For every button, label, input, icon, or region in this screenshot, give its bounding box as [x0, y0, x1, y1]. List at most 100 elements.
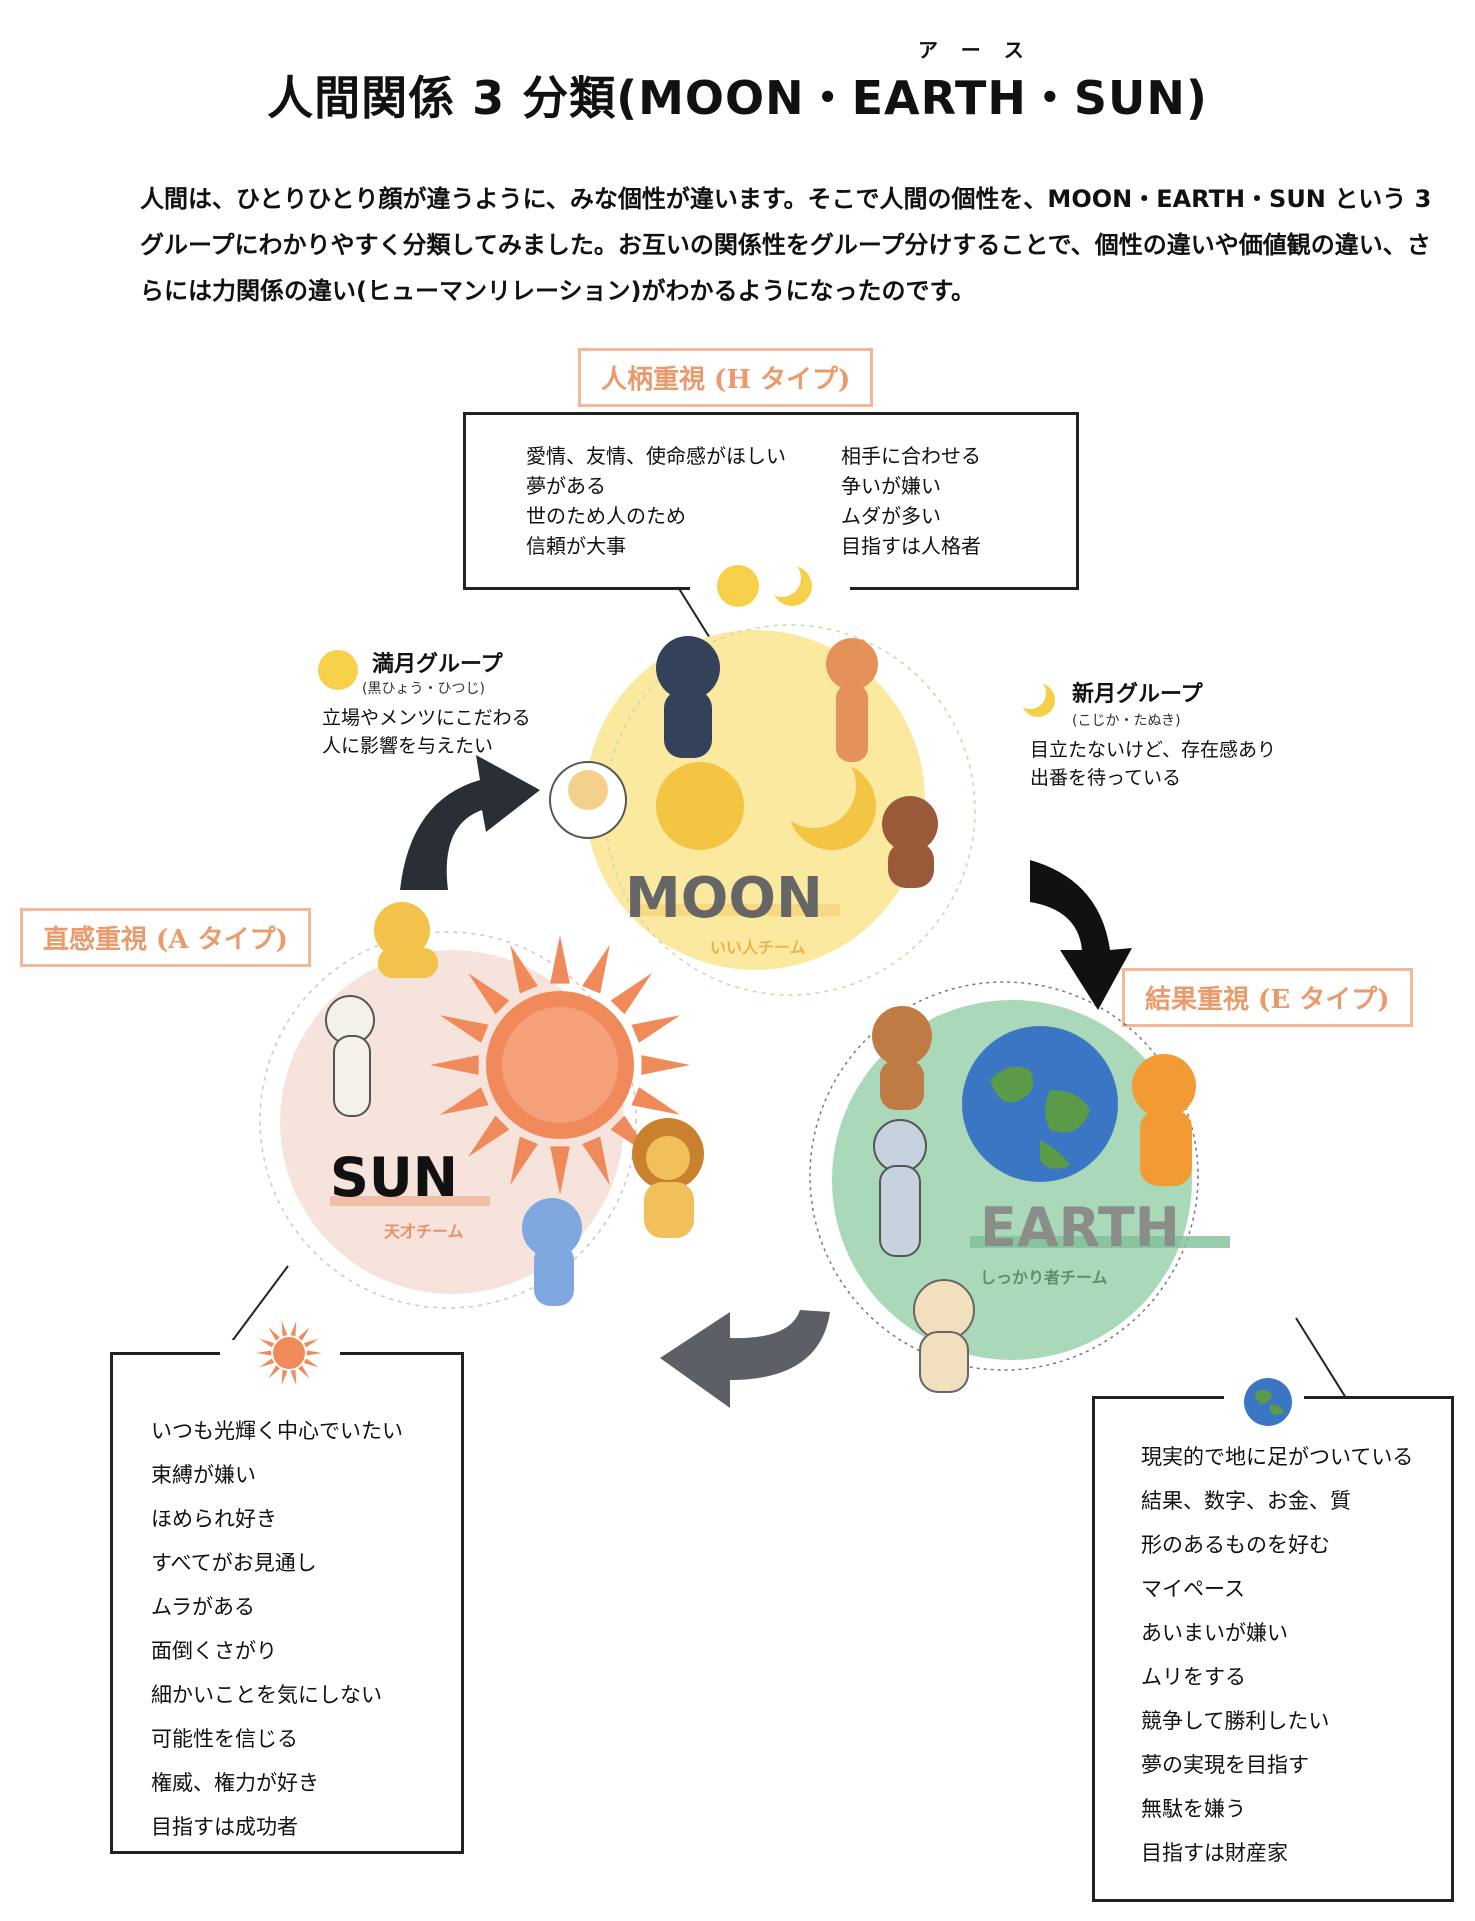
- list-item: 目指すは人格者: [841, 534, 981, 558]
- tanuki-character: [882, 796, 938, 888]
- moon-traits-box: 愛情、友情、使命感がほしい 夢がある 世のため人のため 信頼が大事 相手に合わせ…: [463, 412, 1079, 590]
- list-item: ほめられ好き: [151, 1507, 277, 1531]
- moon-team-sub: いい人チーム: [710, 938, 806, 957]
- sun-ray: [430, 1055, 479, 1075]
- list-item: 面倒くさがり: [151, 1639, 277, 1663]
- sun-ray: [259, 1358, 275, 1368]
- sun-ray: [298, 1365, 310, 1379]
- type-label-e: 結果重視 (E タイプ): [1122, 968, 1413, 1027]
- sun-ray: [631, 1087, 681, 1115]
- full-moon-icon: [318, 650, 358, 690]
- intro-paragraph: 人間は、ひとりひとり顔が違うように、みな個性が違います。そこで人間の個性を、MO…: [140, 185, 1432, 305]
- moon-traits-left: 愛情、友情、使命感がほしい 夢がある 世のため人のため 信頼が大事: [526, 441, 786, 561]
- list-item: 無駄を嫌う: [1141, 1797, 1246, 1821]
- list-item: 目指すは成功者: [151, 1815, 298, 1839]
- sun-ray: [256, 1350, 272, 1356]
- sun-ray: [641, 1055, 690, 1075]
- lion-character: [632, 1118, 704, 1238]
- sun-ray: [582, 944, 610, 994]
- moon-phase-icon: [717, 560, 812, 607]
- sun-ray: [631, 1015, 681, 1043]
- sun-rays: [430, 935, 690, 1195]
- sun-ray: [582, 1136, 610, 1186]
- new-moon-group-sub: (こじか・たぬき): [1072, 713, 1181, 729]
- pegasus-character: [325, 995, 375, 1117]
- desc-line: 立場やメンツにこだわる: [322, 707, 531, 729]
- list-item: 競争して勝利したい: [1141, 1709, 1330, 1733]
- new-moon-group-desc: 目立たないけど、存在感あり 出番を待っている: [1030, 736, 1276, 792]
- sun-traits-box: いつも光輝く中心でいたい 束縛が嫌い ほめられ好き すべてがお見通し ムラがある…: [110, 1352, 464, 1854]
- desc-line: 出番を待っている: [1030, 767, 1182, 789]
- sun-ray: [550, 1146, 570, 1195]
- list-item: マイペース: [1141, 1577, 1245, 1601]
- title-ruby: アース: [918, 38, 1048, 62]
- deer-character: [826, 638, 878, 762]
- full-moon-group-sub: (黒ひょう・ひつじ): [362, 681, 485, 697]
- arrow-moon-to-earth: [1030, 860, 1132, 1010]
- sun-ray: [439, 1087, 489, 1115]
- sun-ray: [303, 1358, 319, 1368]
- list-item: 愛情、友情、使命感がほしい: [526, 444, 786, 468]
- sun-ray: [510, 1136, 538, 1186]
- list-item: ムダが多い: [841, 504, 941, 528]
- sun-ray: [303, 1338, 319, 1348]
- sun-ray: [290, 1320, 297, 1337]
- sun-ray: [610, 1115, 652, 1157]
- sun-ray: [439, 1015, 489, 1043]
- earth-team-sub: しっかり者チーム: [980, 1268, 1108, 1287]
- list-item: 相手に合わせる: [841, 444, 981, 468]
- full-moon-group-desc: 立場やメンツにこだわる 人に影響を与えたい: [322, 704, 531, 760]
- list-item: すべてがお見通し: [151, 1551, 317, 1575]
- list-item: 夢の実現を目指す: [1141, 1753, 1309, 1777]
- sun-ray: [268, 1365, 280, 1379]
- monkey-character: [872, 1006, 932, 1110]
- sun-circle: [259, 931, 690, 1309]
- sun-team-name: SUN: [330, 1146, 458, 1209]
- sun-ray: [290, 1369, 297, 1386]
- desc-line: 目立たないけど、存在感あり: [1030, 739, 1277, 761]
- list-item: 形のあるものを好む: [1141, 1533, 1330, 1557]
- list-item: 現実的で地に足がついている: [1141, 1445, 1414, 1469]
- list-item: 可能性を信じる: [151, 1727, 298, 1751]
- sun-icon: [256, 1320, 322, 1386]
- desc-line: 人に影響を与えたい: [322, 735, 494, 757]
- sun-ray: [298, 1327, 310, 1341]
- earth-traits-list: 現実的で地に足がついている 結果、数字、お金、質 形のあるものを好む マイペース…: [1141, 1435, 1413, 1875]
- type-label-h: 人柄重視 (H タイプ): [578, 348, 874, 407]
- earth-team-name: EARTH: [980, 1196, 1180, 1259]
- moon-traits-right: 相手に合わせる 争いが嫌い ムダが多い 目指すは人格者: [841, 441, 981, 561]
- moon-team-name: MOON: [625, 866, 823, 931]
- wolf-character: [873, 1119, 927, 1257]
- sun-ray: [259, 1338, 275, 1348]
- list-item: ムリをする: [1141, 1665, 1246, 1689]
- earth-icon: [1244, 1378, 1292, 1426]
- cheetah-character: [374, 902, 438, 978]
- list-item: 争いが嫌い: [841, 474, 941, 498]
- tiger-character: [1132, 1054, 1196, 1186]
- full-moon-group-title: 満月グループ: [372, 652, 503, 677]
- arrow-earth-to-sun: [660, 1310, 830, 1408]
- list-item: 夢がある: [526, 474, 606, 498]
- earth-traits-box: 現実的で地に足がついている 結果、数字、お金、質 形のあるものを好む マイペース…: [1092, 1396, 1454, 1902]
- elephant-character: [522, 1198, 582, 1306]
- list-item: 結果、数字、お金、質: [1141, 1489, 1351, 1513]
- sun-ray: [281, 1369, 288, 1386]
- sun-ray: [281, 1320, 288, 1337]
- sun-ray: [510, 944, 538, 994]
- sun-traits-list: いつも光輝く中心でいたい 束縛が嫌い ほめられ好き すべてがお見通し ムラがある…: [151, 1409, 403, 1849]
- list-item: 権威、権力が好き: [151, 1771, 319, 1795]
- sun-ray: [306, 1350, 322, 1356]
- type-label-a: 直感重視 (A タイプ): [20, 908, 311, 967]
- list-item: 世のため人のため: [526, 504, 686, 528]
- list-item: 目指すは財産家: [1141, 1841, 1288, 1865]
- koala-character: [913, 1279, 975, 1393]
- new-moon-icon: [1018, 680, 1055, 717]
- sun-team-sub: 天才チーム: [384, 1222, 464, 1241]
- list-item: 細かいことを気にしない: [151, 1683, 382, 1707]
- sun-ray: [268, 1327, 280, 1341]
- new-moon-group-title: 新月グループ: [1072, 682, 1203, 707]
- list-item: ムラがある: [151, 1595, 255, 1619]
- sun-ray: [468, 973, 510, 1015]
- list-item: 束縛が嫌い: [151, 1463, 256, 1487]
- page-title: 人間関係 3 分類(MOON・EARTH・SUN): [267, 71, 1208, 125]
